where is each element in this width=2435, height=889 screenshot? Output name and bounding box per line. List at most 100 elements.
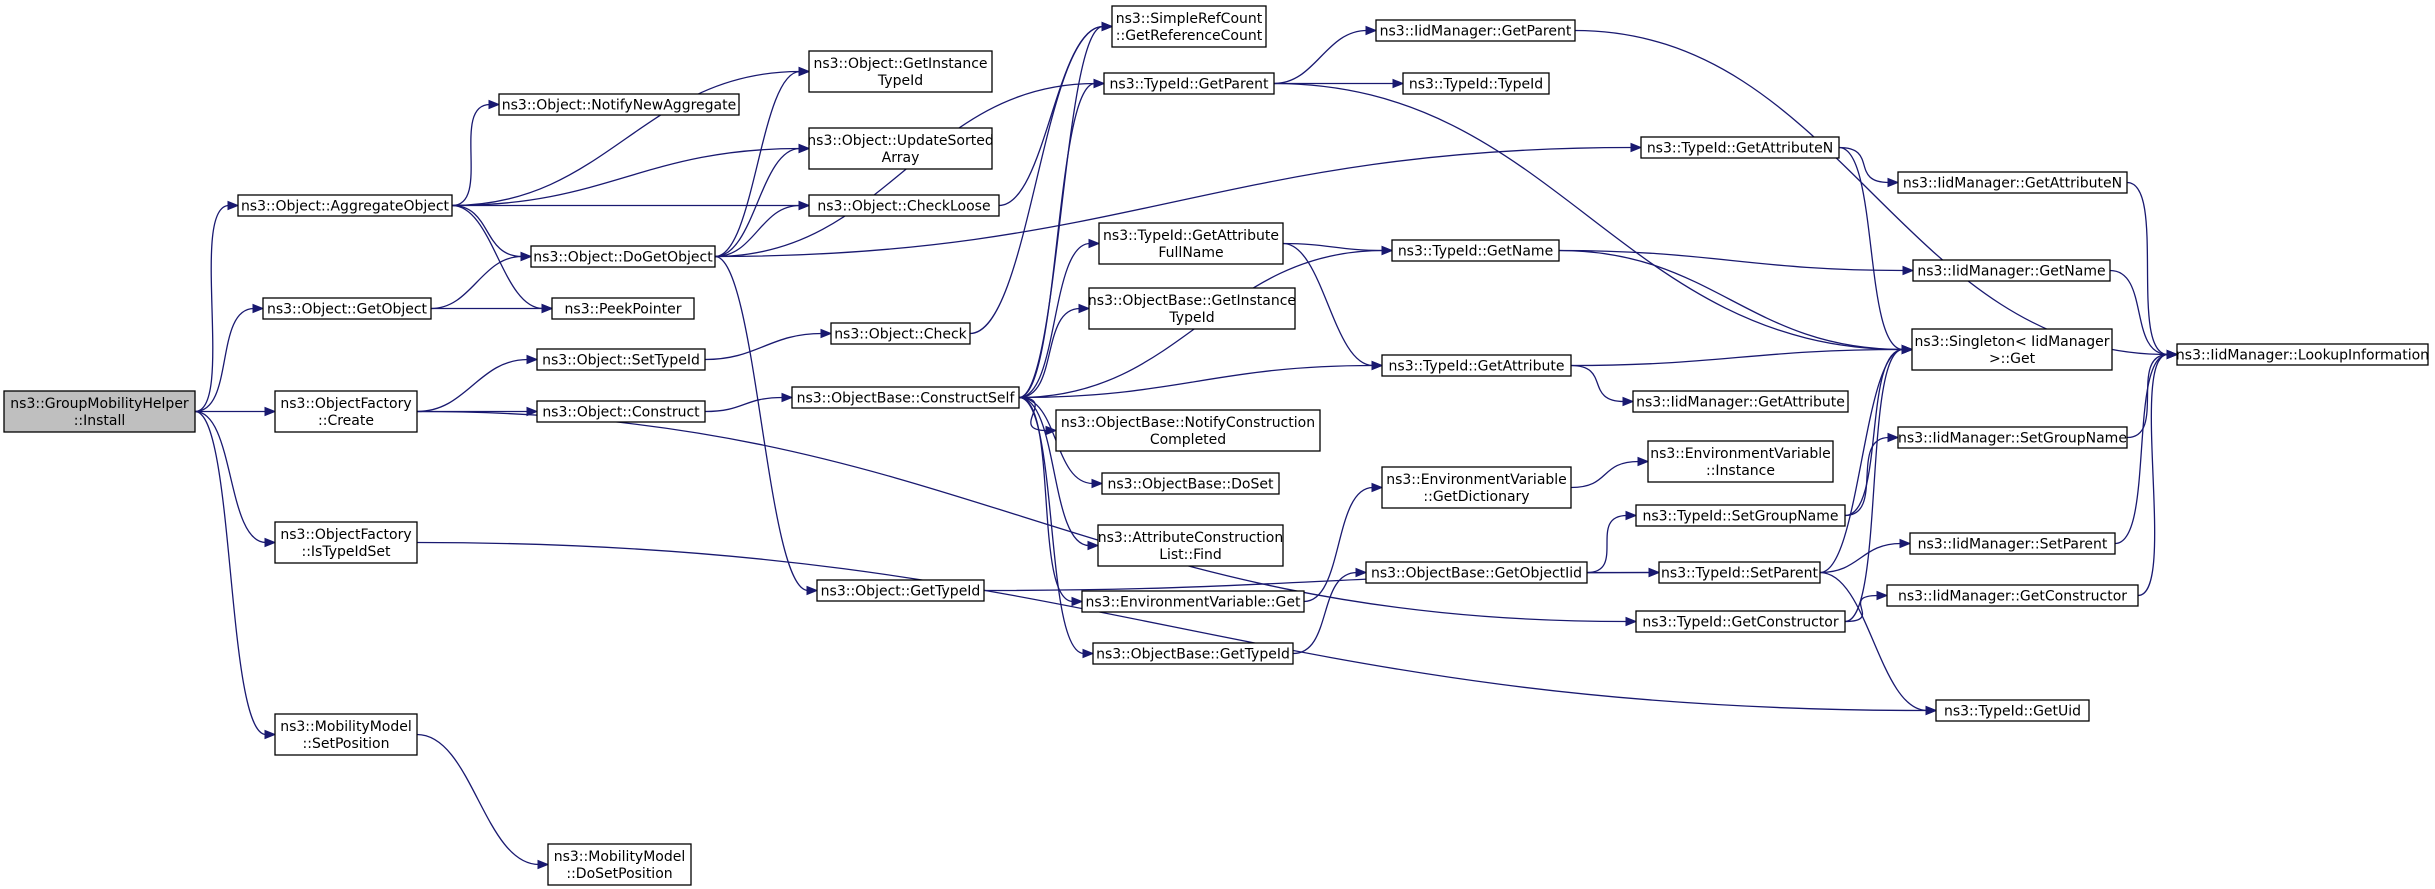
node-mm_dosetpos[interactable]: ns3::MobilityModel::DoSetPosition bbox=[547, 843, 692, 886]
edge-line bbox=[1570, 460, 1640, 489]
edge-iid_getparent-to-iid_lookup bbox=[1574, 29, 2179, 360]
node-tid_setparent[interactable]: ns3::TypeId::SetParent bbox=[1658, 561, 1821, 584]
edge-install-to-getobject bbox=[194, 303, 265, 413]
node-iid_getattribute[interactable]: ns3::IidManager::GetAttribute bbox=[1632, 390, 1849, 413]
node-label: ns3::ObjectBase::NotifyConstruction bbox=[1061, 415, 1315, 431]
node-tid_setgroupname[interactable]: ns3::TypeId::SetGroupName bbox=[1635, 504, 1846, 527]
node-getobject[interactable]: ns3::Object::GetObject bbox=[262, 297, 432, 320]
node-box bbox=[1632, 390, 1849, 413]
node-check[interactable]: ns3::Object::Check bbox=[830, 322, 971, 345]
node-box bbox=[536, 348, 706, 371]
node-label: ns3::TypeId::SetParent bbox=[1661, 566, 1818, 582]
edge-line bbox=[194, 307, 255, 413]
node-iid_getparent[interactable]: ns3::IidManager::GetParent bbox=[1375, 19, 1576, 42]
node-tid_getattributen[interactable]: ns3::TypeId::GetAttributeN bbox=[1640, 136, 1840, 159]
node-tid_getattribute[interactable]: ns3::TypeId::GetAttribute bbox=[1381, 354, 1572, 377]
nodes-layer: ns3::GroupMobilityHelper::Installns3::Ob… bbox=[3, 5, 2429, 886]
edge-arrowhead bbox=[1091, 478, 1104, 489]
edge-arrowhead bbox=[1371, 482, 1384, 493]
node-label: ns3::IidManager::GetName bbox=[1917, 264, 2105, 280]
node-box bbox=[1081, 590, 1305, 613]
edge-arrowhead bbox=[781, 392, 794, 403]
node-dogetobject[interactable]: ns3::Object::DoGetObject bbox=[530, 245, 716, 268]
node-box bbox=[1098, 222, 1284, 265]
node-construct[interactable]: ns3::Object::Construct bbox=[536, 400, 706, 423]
node-notifynewagg[interactable]: ns3::Object::NotifyNewAggregate bbox=[498, 93, 740, 116]
edge-tid_getparent-to-singleton_get bbox=[1273, 82, 1914, 355]
edge-line bbox=[1018, 82, 1096, 399]
node-tid_getname[interactable]: ns3::TypeId::GetName bbox=[1391, 239, 1560, 262]
edge-line bbox=[1558, 249, 1904, 351]
edge-arrowhead bbox=[1365, 25, 1378, 36]
node-envvar_get[interactable]: ns3::EnvironmentVariable::Get bbox=[1081, 590, 1305, 613]
node-tid_getconstructor[interactable]: ns3::TypeId::GetConstructor bbox=[1635, 610, 1846, 633]
node-label: ns3::PeekPointer bbox=[565, 302, 682, 318]
edge-line bbox=[194, 410, 267, 544]
node-ob_notifyconstruction[interactable]: ns3::ObjectBase::NotifyConstructionCompl… bbox=[1055, 409, 1321, 452]
node-ob_gettypeid[interactable]: ns3::ObjectBase::GetTypeId bbox=[1092, 642, 1294, 665]
node-aggregate[interactable]: ns3::Object::AggregateObject bbox=[237, 194, 453, 217]
node-iid_getconstructor[interactable]: ns3::IidManager::GetConstructor bbox=[1886, 584, 2139, 607]
node-label: ns3::SimpleRefCount bbox=[1116, 11, 1263, 27]
node-tid_getuid[interactable]: ns3::TypeId::GetUid bbox=[1935, 699, 2090, 722]
node-peekpointer[interactable]: ns3::PeekPointer bbox=[551, 297, 695, 320]
edge-arrowhead bbox=[1625, 510, 1638, 521]
edge-dogetobject-to-tid_getattributen bbox=[714, 142, 1643, 258]
node-iid_lookup[interactable]: ns3::IidManager::LookupInformation bbox=[2176, 343, 2429, 366]
node-label: TypeId bbox=[877, 73, 923, 89]
edge-arrowhead bbox=[798, 66, 811, 77]
edge-arrowhead bbox=[1078, 303, 1091, 314]
node-checkloose[interactable]: ns3::Object::CheckLoose bbox=[808, 194, 1000, 217]
node-label: Array bbox=[882, 150, 920, 166]
node-iid_setparent[interactable]: ns3::IidManager::SetParent bbox=[1909, 532, 2116, 555]
edge-arrowhead bbox=[1071, 596, 1084, 607]
node-simplerefcount[interactable]: ns3::SimpleRefCount::GetReferenceCount bbox=[1111, 5, 1267, 48]
node-iid_setgroupname[interactable]: ns3::IidManager::SetGroupName bbox=[1897, 426, 2128, 449]
node-box bbox=[808, 127, 993, 170]
edge-tid_getconstructor-to-singleton_get bbox=[1844, 344, 1914, 623]
edge-install-to-mm_setpos bbox=[194, 410, 277, 740]
edge-line bbox=[714, 255, 809, 592]
node-envvar_instance[interactable]: ns3::EnvironmentVariable::Instance bbox=[1647, 440, 1834, 483]
edge-arrowhead bbox=[2166, 349, 2179, 360]
edge-line bbox=[416, 733, 540, 866]
node-box bbox=[3, 390, 196, 433]
node-box bbox=[1391, 239, 1560, 262]
node-box bbox=[274, 713, 418, 756]
node-settypeid[interactable]: ns3::Object::SetTypeId bbox=[536, 348, 706, 371]
node-box bbox=[551, 297, 695, 320]
node-of_istypeidset[interactable]: ns3::ObjectFactory::IsTypeIdSet bbox=[274, 521, 418, 564]
node-iid_getattributen[interactable]: ns3::IidManager::GetAttributeN bbox=[1897, 171, 2128, 194]
edge-ob_constructself-to-tid_getattrfullname bbox=[1018, 238, 1101, 399]
node-tid_getparent[interactable]: ns3::TypeId::GetParent bbox=[1103, 72, 1275, 95]
node-singleton_get[interactable]: ns3::Singleton< IidManager>::Get bbox=[1911, 328, 2113, 371]
node-envvar_getdict[interactable]: ns3::EnvironmentVariable::GetDictionary bbox=[1381, 466, 1572, 509]
node-ob_doset[interactable]: ns3::ObjectBase::DoSet bbox=[1101, 472, 1280, 495]
edge-tid_getname-to-iid_getname bbox=[1558, 249, 1915, 276]
edge-arrowhead bbox=[798, 143, 811, 154]
edge-arrowhead bbox=[806, 585, 819, 596]
edge-arrowhead bbox=[820, 328, 833, 339]
node-tid_typeid[interactable]: ns3::TypeId::TypeId bbox=[1402, 72, 1550, 95]
node-install[interactable]: ns3::GroupMobilityHelper::Install bbox=[3, 390, 196, 433]
edge-line bbox=[194, 204, 230, 413]
node-label: ns3::Object::AggregateObject bbox=[241, 199, 450, 215]
edge-dogetobject-to-updatesorted bbox=[714, 143, 811, 258]
edge-line bbox=[451, 204, 544, 310]
edge-line bbox=[430, 255, 523, 310]
node-label: ns3::IidManager::GetAttributeN bbox=[1903, 176, 2122, 192]
node-mm_setpos[interactable]: ns3::MobilityModel::SetPosition bbox=[274, 713, 418, 756]
node-ob_getobjectiid[interactable]: ns3::ObjectBase::GetObjectIid bbox=[1365, 561, 1588, 584]
edge-dogetobject-to-getinstancetypeid bbox=[714, 66, 811, 258]
node-obj_gettypeid[interactable]: ns3::Object::GetTypeId bbox=[816, 579, 985, 602]
node-of_create[interactable]: ns3::ObjectFactory::Create bbox=[274, 390, 418, 433]
node-iid_getname[interactable]: ns3::IidManager::GetName bbox=[1912, 259, 2111, 282]
node-ob_constructself[interactable]: ns3::ObjectBase::ConstructSelf bbox=[791, 386, 1020, 409]
edge-arrowhead bbox=[1925, 705, 1938, 716]
edge-ob_getobjectiid-to-tid_setparent bbox=[1587, 567, 1661, 578]
